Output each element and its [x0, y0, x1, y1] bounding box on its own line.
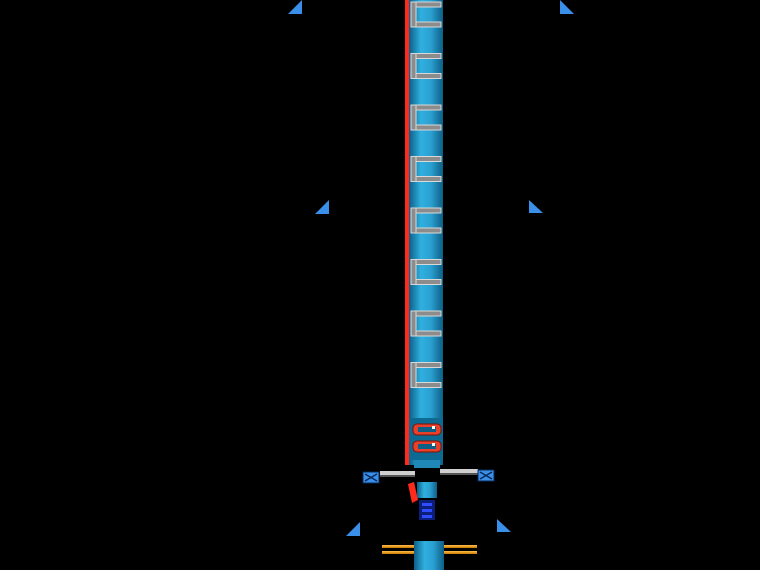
triangle-marker-icon — [288, 0, 302, 14]
red-rail — [405, 0, 411, 465]
arm-left-dark — [380, 475, 415, 477]
pipe-joint-icon — [412, 423, 442, 436]
cross-arm-left — [362, 471, 415, 484]
pipe-clamp-icon — [410, 1, 442, 28]
valve-icon — [419, 500, 435, 520]
cross-arm-right — [440, 469, 495, 482]
bottom-pipe — [414, 541, 444, 570]
arm-left — [380, 471, 415, 475]
pipe-clamp-icon — [410, 53, 442, 79]
triangle-marker-icon — [497, 519, 511, 532]
pipe-clamp-icon — [410, 310, 442, 337]
red-lever-icon — [408, 482, 418, 503]
lower-pipe-segment — [417, 482, 437, 498]
arm-right — [440, 469, 478, 473]
pipe-clamp-icon — [410, 207, 442, 234]
cross-box-icon — [362, 471, 380, 484]
arm-right-dark — [440, 473, 478, 475]
triangle-marker-icon — [315, 200, 329, 214]
pipe-clamp-icon — [410, 156, 442, 182]
triangle-markers — [288, 0, 574, 536]
pipe-clamps — [410, 1, 442, 388]
triangle-marker-icon — [346, 522, 360, 536]
triangle-marker-icon — [529, 200, 543, 213]
pipe-clamp-icon — [410, 259, 442, 285]
pipe-clamp-icon — [410, 104, 442, 131]
cross-box-icon — [477, 469, 495, 482]
pipe-joints — [412, 423, 442, 453]
pipe-clamp-icon — [410, 362, 442, 388]
pipe-collar — [414, 460, 440, 468]
joint-section — [409, 418, 443, 460]
triangle-marker-icon — [560, 0, 574, 14]
pipe-joint-icon — [412, 440, 442, 453]
